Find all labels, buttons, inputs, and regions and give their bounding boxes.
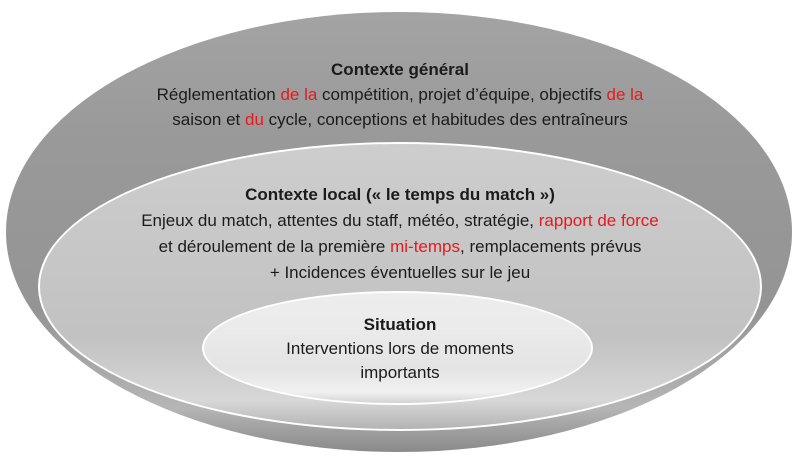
text-segment: Réglementation [156, 85, 281, 104]
situation-text: Situation Interventions lors de moments … [0, 313, 800, 385]
highlighted-term: rapport de force [538, 211, 659, 230]
middle-ellipse-contexte-local [38, 142, 762, 431]
text-segment: compétition, projet d’équipe, objectifs [317, 85, 607, 104]
contexte-general-text: Contexte général Réglementation de la co… [0, 57, 800, 132]
text-segment: , remplacements prévus [460, 237, 642, 256]
contexte-local-text: Contexte local (« le temps du match ») E… [0, 182, 800, 286]
text-segment: saison et [172, 110, 245, 129]
text-segment: + Incidences éventuelles sur le jeu [269, 263, 531, 282]
situation-title: Situation [363, 315, 437, 334]
text-segment: importants [360, 363, 440, 382]
highlighted-term: de la [606, 85, 644, 104]
situation-line-2: importants [0, 361, 800, 385]
inner-ellipse-situation [202, 291, 593, 405]
highlighted-term: du [245, 110, 264, 129]
situation-line-1: Interventions lors de moments [0, 337, 800, 361]
contexte-general-line-2: saison et du cycle, conceptions et habit… [0, 107, 800, 132]
contexte-local-line-1: Enjeux du match, attentes du staff, mété… [0, 208, 800, 234]
contexte-local-title: Contexte local (« le temps du match ») [245, 185, 555, 204]
text-segment: cycle, conceptions et habitudes des entr… [263, 110, 628, 129]
contexte-general-title: Contexte général [331, 60, 469, 79]
highlighted-term: de la [280, 85, 318, 104]
text-segment: Interventions lors de moments [286, 339, 514, 358]
contexte-local-line-3: + Incidences éventuelles sur le jeu [0, 260, 800, 286]
highlighted-term: mi-temps [390, 237, 461, 256]
text-segment: Enjeux du match, attentes du staff, mété… [141, 211, 539, 230]
contexte-local-line-2: et déroulement de la première mi-temps, … [0, 234, 800, 260]
contexte-general-line-1: Réglementation de la compétition, projet… [0, 82, 800, 107]
text-segment: et déroulement de la première [158, 237, 391, 256]
